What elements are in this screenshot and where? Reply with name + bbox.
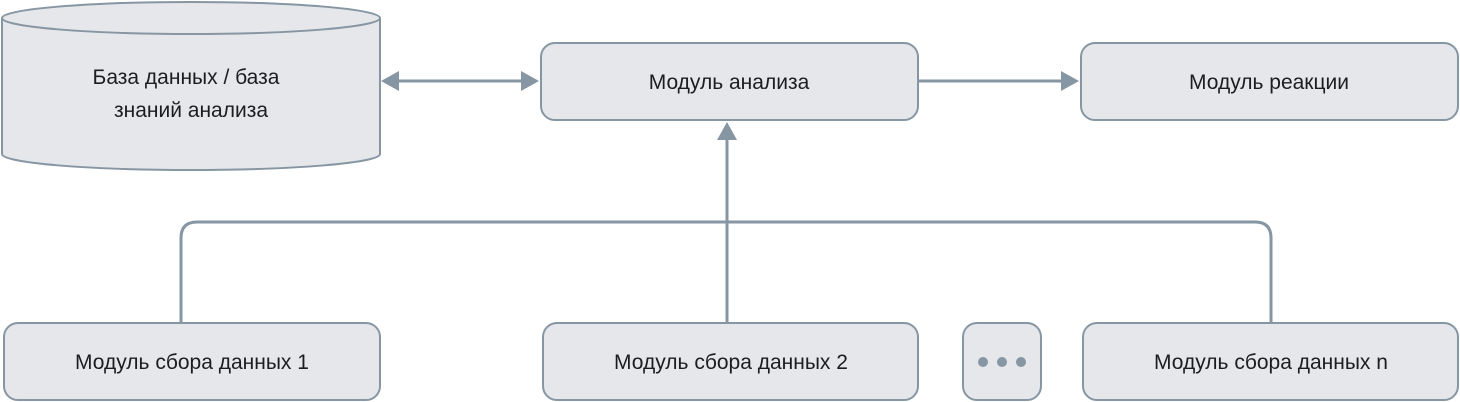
database-label-line2: знаний анализа — [114, 99, 268, 122]
database-cylinder-icon — [1, 1, 381, 171]
collector-1-node[interactable]: Модуль сбора данных 1 — [3, 322, 381, 401]
database-label-line1: База данных / база — [93, 66, 280, 89]
collector-n-label: Модуль сбора данных n — [1154, 351, 1388, 374]
collector-n-node[interactable]: Модуль сбора данных n — [1082, 322, 1459, 401]
analysis-module-label: Модуль анализа — [649, 71, 810, 94]
collector-1-label: Модуль сбора данных 1 — [75, 351, 309, 374]
arrowhead-up-icon — [717, 122, 737, 140]
database-node[interactable]: База данных / база знаний анализа — [1, 1, 381, 171]
arrowhead-right-icon — [521, 71, 539, 91]
analysis-module-node[interactable]: Модуль анализа — [540, 42, 919, 121]
more-collectors-node[interactable] — [962, 322, 1042, 401]
reaction-module-label: Модуль реакции — [1189, 71, 1349, 94]
arrowhead-left-icon — [381, 71, 399, 91]
ellipsis-icon — [978, 357, 1026, 367]
reaction-module-node[interactable]: Модуль реакции — [1080, 42, 1459, 121]
arrowhead-right-icon — [1061, 71, 1079, 91]
collector-2-node[interactable]: Модуль сбора данных 2 — [542, 322, 919, 401]
collector-2-label: Модуль сбора данных 2 — [614, 351, 848, 374]
